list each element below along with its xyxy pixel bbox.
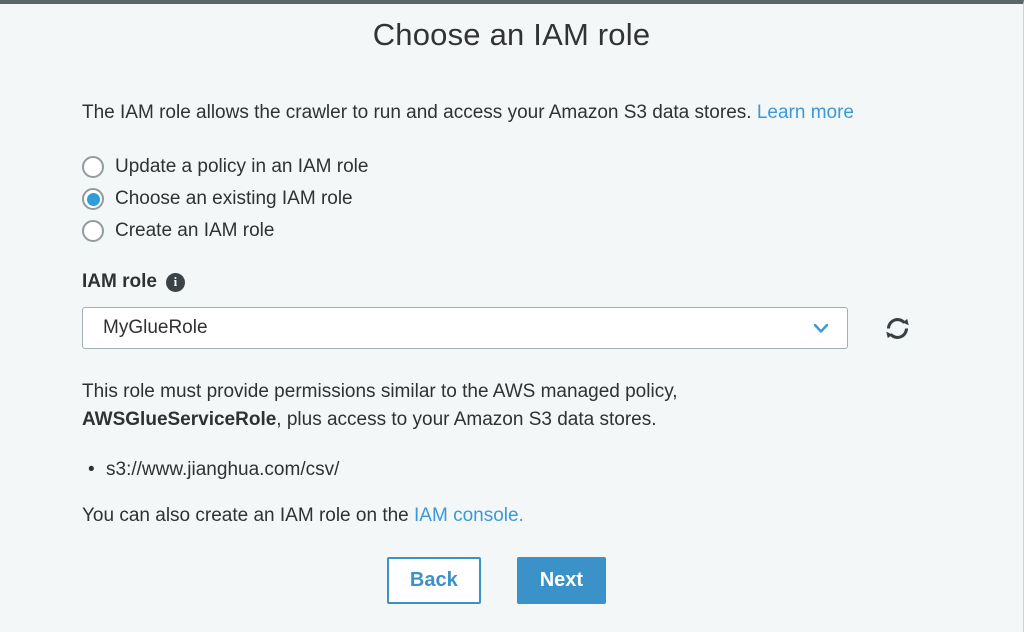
- radio-unselected-icon: [82, 156, 104, 178]
- radio-option-update-policy[interactable]: Update a policy in an IAM role: [82, 151, 1023, 183]
- list-item: • s3://www.jianghua.com/csv/: [82, 459, 1023, 481]
- data-store-list: • s3://www.jianghua.com/csv/: [82, 459, 1023, 481]
- learn-more-link[interactable]: Learn more: [756, 102, 854, 123]
- managed-policy-name: AWSGlueServiceRole: [82, 409, 277, 430]
- intro-text: The IAM role allows the crawler to run a…: [82, 99, 882, 127]
- iam-console-link[interactable]: IAM console.: [414, 505, 524, 526]
- back-button[interactable]: Back: [386, 557, 481, 604]
- refresh-roles-button[interactable]: [883, 314, 911, 342]
- iam-role-label: IAM role: [82, 271, 157, 292]
- iam-role-field-header: IAM role i: [82, 271, 1023, 293]
- radio-option-label: Choose an existing IAM role: [115, 188, 353, 209]
- main-content: The IAM role allows the crawler to run a…: [0, 99, 1023, 527]
- refresh-icon: [884, 315, 911, 342]
- permissions-note-after: , plus access to your Amazon S3 data sto…: [276, 409, 657, 430]
- page-title: Choose an IAM role: [372, 17, 651, 52]
- intro-text-body: The IAM role allows the crawler to run a…: [82, 102, 757, 123]
- iam-role-select[interactable]: MyGlueRole: [82, 307, 848, 349]
- iam-role-selected-value: MyGlueRole: [103, 317, 208, 338]
- footer-note: You can also create an IAM role on the I…: [82, 505, 1023, 527]
- next-button[interactable]: Next: [516, 557, 607, 604]
- iam-role-option-group: Update a policy in an IAM role Choose an…: [82, 151, 1023, 247]
- iam-role-select-row: MyGlueRole: [82, 307, 1023, 349]
- radio-option-label: Create an IAM role: [115, 220, 275, 241]
- footer-note-text: You can also create an IAM role on the: [82, 505, 415, 526]
- s3-path: s3://www.jianghua.com/csv/: [106, 459, 340, 480]
- info-icon[interactable]: i: [165, 272, 185, 292]
- permissions-note-before: This role must provide permissions simil…: [82, 381, 678, 402]
- radio-selected-icon: [82, 188, 104, 210]
- radio-option-label: Update a policy in an IAM role: [115, 156, 369, 177]
- radio-option-create-role[interactable]: Create an IAM role: [82, 215, 1023, 247]
- radio-option-choose-existing[interactable]: Choose an existing IAM role: [82, 183, 1023, 215]
- permissions-note: This role must provide permissions simil…: [82, 378, 882, 434]
- bullet-icon: •: [88, 459, 95, 480]
- chevron-down-icon: [813, 323, 829, 334]
- wizard-actions: Back Next: [0, 557, 1023, 604]
- radio-unselected-icon: [82, 220, 104, 242]
